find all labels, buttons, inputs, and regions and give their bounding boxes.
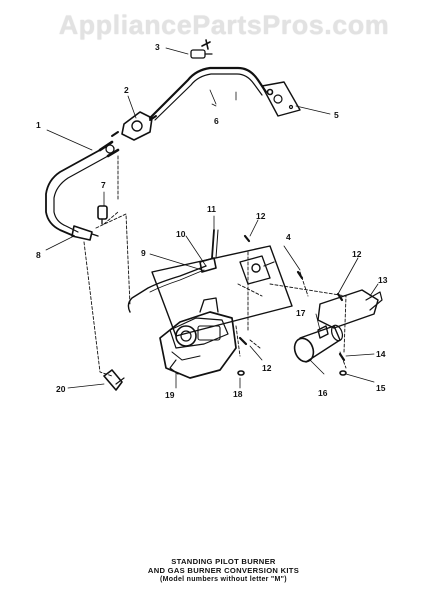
callout-16: 16 [318, 388, 328, 398]
screw-4 [296, 270, 304, 280]
fitting-3 [190, 39, 213, 59]
callout-19: 19 [165, 390, 175, 400]
callout-12-c: 12 [262, 363, 272, 373]
watermark-text: AppliancePartsPros.com [58, 10, 390, 40]
callout-15: 15 [376, 383, 386, 393]
pilot-burner-10 [199, 257, 217, 273]
callout-1: 1 [36, 120, 41, 130]
gas-valve-19 [159, 297, 237, 379]
burner-bracket-13 [317, 289, 383, 329]
fitting-7 [97, 205, 108, 225]
elbow-fitting-20 [103, 369, 125, 391]
callout-17: 17 [296, 308, 306, 318]
callout-4: 4 [286, 232, 291, 242]
callout-10: 10 [176, 229, 186, 239]
clip-17 [317, 325, 329, 339]
callout-2: 2 [124, 85, 129, 95]
pilot-tube-9 [127, 265, 207, 313]
gas-tube-6 [148, 66, 268, 121]
callout-5: 5 [334, 110, 339, 120]
callout-14: 14 [376, 349, 386, 359]
callout-18: 18 [233, 389, 243, 399]
tube-assembly-1 [45, 140, 120, 237]
callout-9: 9 [141, 248, 146, 258]
callout-7: 7 [101, 180, 106, 190]
burner-16 [293, 324, 344, 363]
regulator-fitting-2 [111, 111, 157, 141]
screw-18 [237, 370, 245, 376]
screw-14 [338, 352, 346, 362]
bracket-plate-5 [261, 81, 301, 117]
caption-line-1: STANDING PILOT BURNER [171, 557, 276, 566]
caption-line-2: AND GAS BURNER CONVERSION KITS [147, 566, 300, 575]
callout-12-a: 12 [256, 211, 266, 221]
electrode-11 [211, 229, 219, 259]
callout-20: 20 [56, 384, 66, 394]
callout-8: 8 [36, 250, 41, 260]
burner-bracket [151, 245, 293, 337]
callout-11: 11 [207, 204, 216, 214]
callout-labels: 1 2 3 4 5 6 7 8 9 10 11 12 12 12 13 14 1… [36, 42, 388, 400]
caption-line-3: (Model numbers without letter "M") [160, 576, 287, 583]
callout-6: 6 [214, 116, 219, 126]
leader-lines [45, 47, 379, 389]
callout-3: 3 [155, 42, 160, 52]
callout-13: 13 [378, 275, 388, 285]
fitting-8 [71, 225, 99, 241]
callout-12-b: 12 [352, 249, 362, 259]
washer-15 [339, 370, 347, 376]
